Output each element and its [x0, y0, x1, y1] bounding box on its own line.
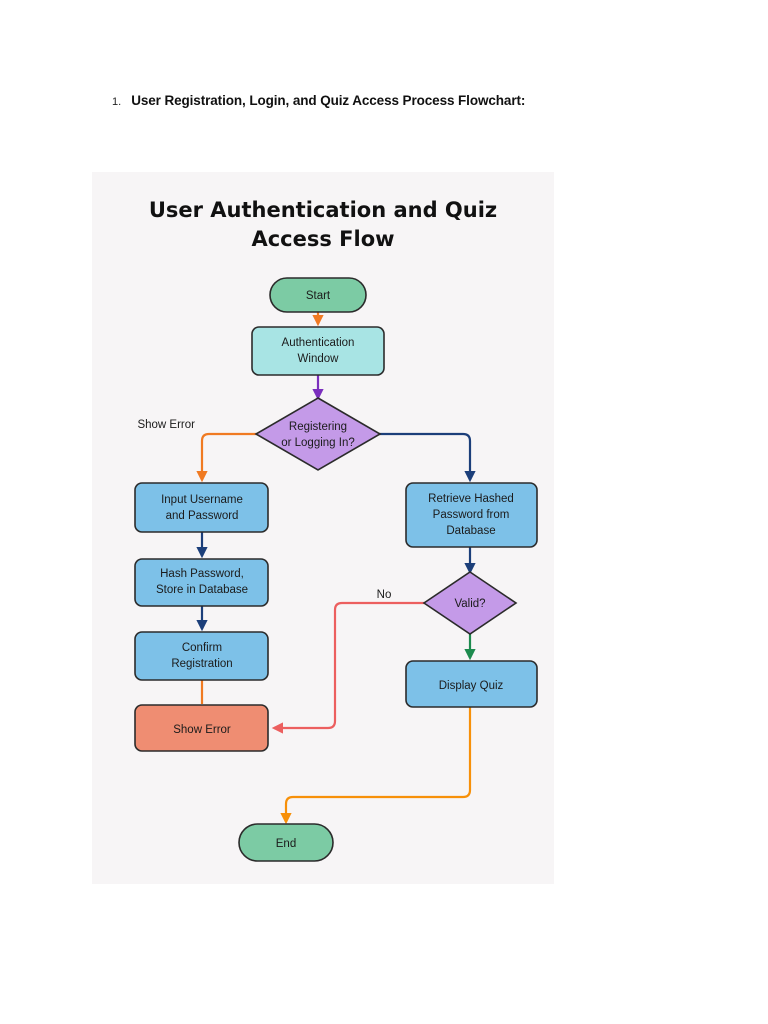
node-decision-valid[interactable]: Valid?: [422, 571, 518, 635]
edge-label-show-error: Show Error: [137, 419, 195, 431]
node-start[interactable]: Start: [269, 277, 367, 313]
node-hash-password-label-1: Hash Password,: [160, 568, 244, 580]
node-display-quiz-label: Display Quiz: [439, 680, 504, 692]
edge-decision-to-input-username: Show Error: [137, 419, 258, 483]
chart-title-line-1: User Authentication and Quiz: [149, 198, 497, 222]
node-display-quiz[interactable]: Display Quiz: [405, 660, 538, 708]
edge-label-no: No: [377, 589, 392, 601]
page-title: User Registration, Login, and Quiz Acces…: [131, 93, 526, 108]
chart-title-line-2: Access Flow: [251, 227, 394, 251]
node-retrieve-hash-label-3: Database: [446, 525, 495, 537]
node-decision-registering-label-2: or Logging In?: [281, 437, 355, 449]
edge-valid-no-to-show-error: No: [271, 589, 426, 734]
node-hash-password-label-2: Store in Database: [156, 584, 248, 596]
node-decision-valid-label: Valid?: [454, 598, 485, 610]
node-retrieve-hash-label-2: Password from: [433, 509, 510, 521]
node-authentication-window-label-2: Window: [298, 353, 340, 365]
edge-decision-to-retrieve-hash: [378, 432, 476, 483]
node-confirm-registration[interactable]: Confirm Registration: [134, 631, 269, 681]
node-show-error-label: Show Error: [173, 724, 231, 736]
node-authentication-window[interactable]: Authentication Window: [251, 326, 385, 376]
node-confirm-registration-label-2: Registration: [171, 658, 232, 670]
node-confirm-registration-label-1: Confirm: [182, 642, 222, 654]
document-heading: 1. User Registration, Login, and Quiz Ac…: [112, 93, 692, 108]
node-start-label: Start: [306, 290, 331, 302]
node-decision-registering-or-logging-in[interactable]: Registering or Logging In?: [254, 397, 382, 471]
node-show-error[interactable]: Show Error: [134, 704, 269, 752]
node-input-username-label-1: Input Username: [161, 494, 243, 506]
node-retrieve-hash-label-1: Retrieve Hashed: [428, 493, 514, 505]
node-retrieve-hashed-password[interactable]: Retrieve Hashed Password from Database: [405, 482, 538, 548]
node-decision-registering-label-1: Registering: [289, 421, 347, 433]
edge-display-quiz-to-end: [280, 707, 472, 825]
heading-list-number: 1.: [112, 96, 122, 108]
node-authentication-window-label-1: Authentication: [282, 337, 355, 349]
node-end-label: End: [276, 838, 296, 850]
node-input-username-password[interactable]: Input Username and Password: [134, 482, 269, 533]
flowchart-canvas: User Authentication and Quiz Access Flow…: [92, 172, 554, 884]
node-hash-password-store[interactable]: Hash Password, Store in Database: [134, 558, 269, 607]
node-end[interactable]: End: [238, 823, 334, 862]
node-input-username-label-2: and Password: [166, 510, 239, 522]
